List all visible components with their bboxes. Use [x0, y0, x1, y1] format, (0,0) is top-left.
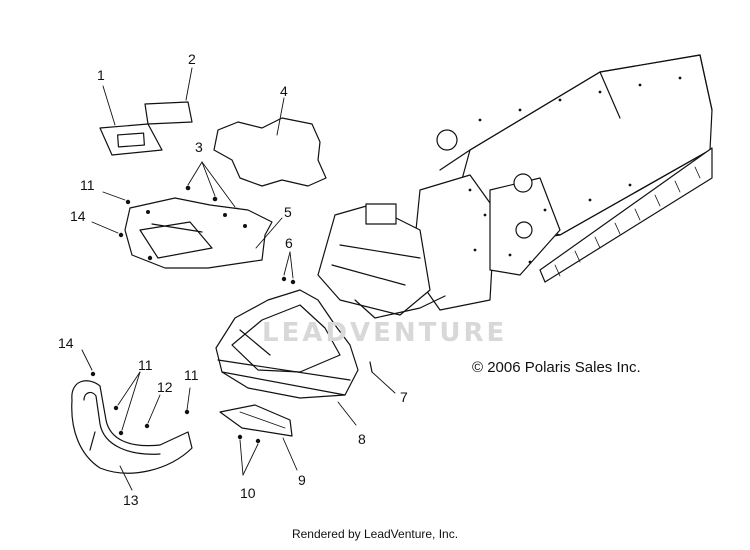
chassis-tunnel — [317, 54, 713, 319]
callout-12: 12 — [157, 379, 173, 395]
callout-14-top: 14 — [70, 208, 86, 224]
part-13-bumper — [71, 380, 193, 491]
callout-2: 2 — [188, 51, 196, 67]
part-8-bumper-frame — [215, 289, 359, 426]
lower-screws — [81, 349, 191, 436]
callout-3: 3 — [195, 139, 203, 155]
callout-9: 9 — [298, 472, 306, 488]
part-11-14-screws — [91, 191, 131, 238]
callout-6: 6 — [285, 235, 293, 251]
part-6-bolts — [281, 251, 296, 285]
part-5-console — [124, 197, 283, 269]
callout-7: 7 — [400, 389, 408, 405]
callout-11-mid: 11 — [138, 357, 153, 373]
callout-8: 8 — [358, 431, 366, 447]
copyright-notice: © 2006 Polaris Sales Inc. — [472, 359, 641, 376]
callout-11-right: 11 — [184, 367, 199, 383]
part-1-cover — [99, 85, 163, 156]
callout-4: 4 — [280, 83, 288, 99]
callout-5: 5 — [284, 204, 292, 220]
part-9-skid-plate — [219, 404, 298, 471]
callout-1: 1 — [97, 67, 105, 83]
callout-13: 13 — [123, 492, 139, 508]
footer-credit: Rendered by LeadVenture, Inc. — [291, 527, 459, 541]
callout-14-lower: 14 — [58, 335, 74, 351]
part-4-panel — [213, 97, 327, 187]
callout-10: 10 — [240, 485, 256, 501]
part-2-sheet — [144, 67, 193, 125]
callout-11-top: 11 — [80, 177, 95, 193]
watermark: LEADVENTURE — [262, 318, 508, 348]
part-7-screw — [369, 361, 396, 394]
part-10-bolts — [237, 434, 261, 476]
